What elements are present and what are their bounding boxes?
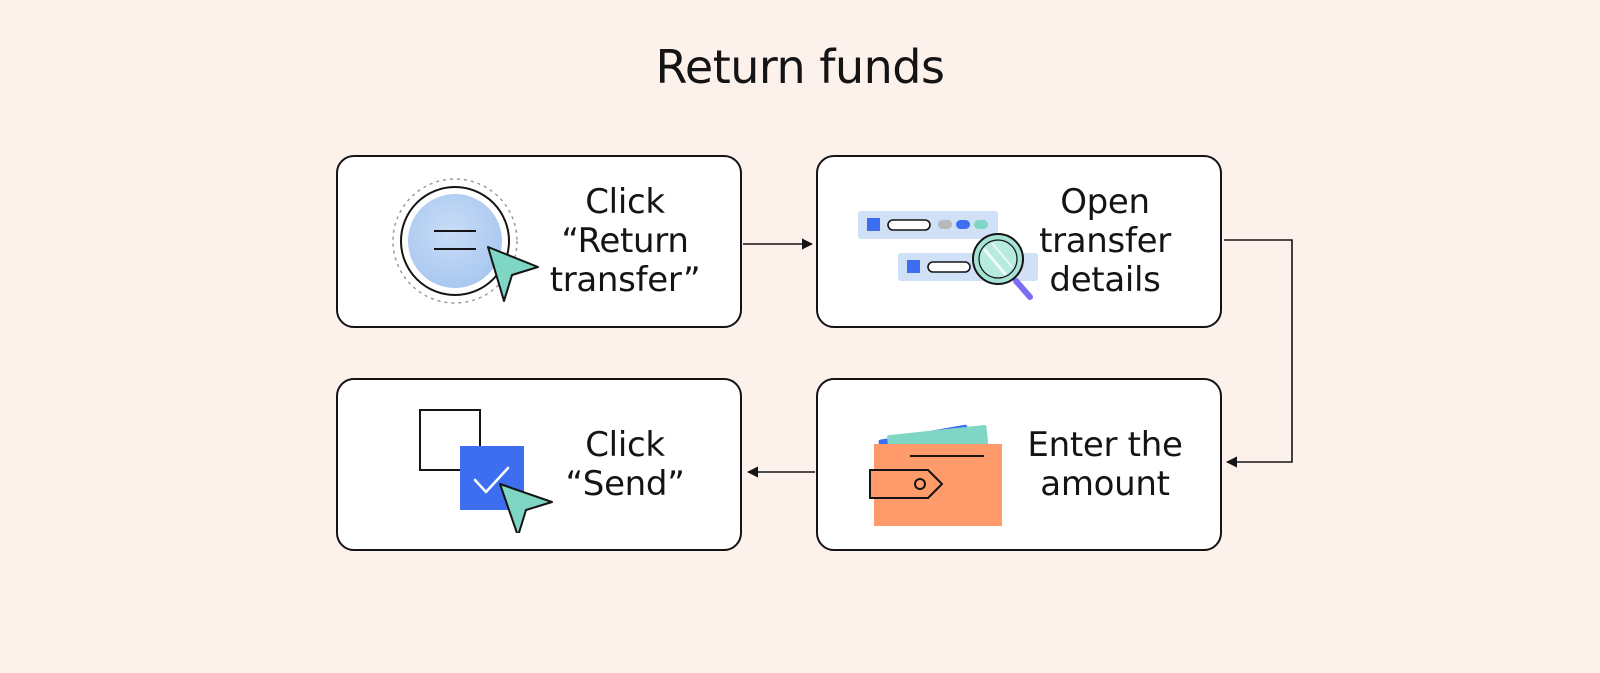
step-card-return-transfer: Click “Return transfer” — [336, 155, 742, 328]
step-label: Click “Return transfer” — [549, 182, 701, 300]
checkbox-cursor-icon — [419, 409, 553, 533]
return-button-cursor-icon — [392, 178, 539, 304]
diagram-title: Return funds — [655, 40, 945, 94]
arrow-step2-to-step3 — [1224, 239, 1293, 468]
step-card-enter-amount: Enter the amount — [816, 378, 1222, 551]
step-card-click-send: Click “Send” — [336, 378, 742, 551]
transfer-details-magnifier-icon — [858, 211, 1038, 300]
step-card-open-transfer-details: Open transfer details — [816, 155, 1222, 328]
step-label: Enter the amount — [1027, 424, 1183, 504]
wallet-icon — [869, 424, 1002, 526]
step-label: Open transfer details — [1039, 182, 1171, 300]
step-label: Click “Send” — [565, 424, 685, 504]
